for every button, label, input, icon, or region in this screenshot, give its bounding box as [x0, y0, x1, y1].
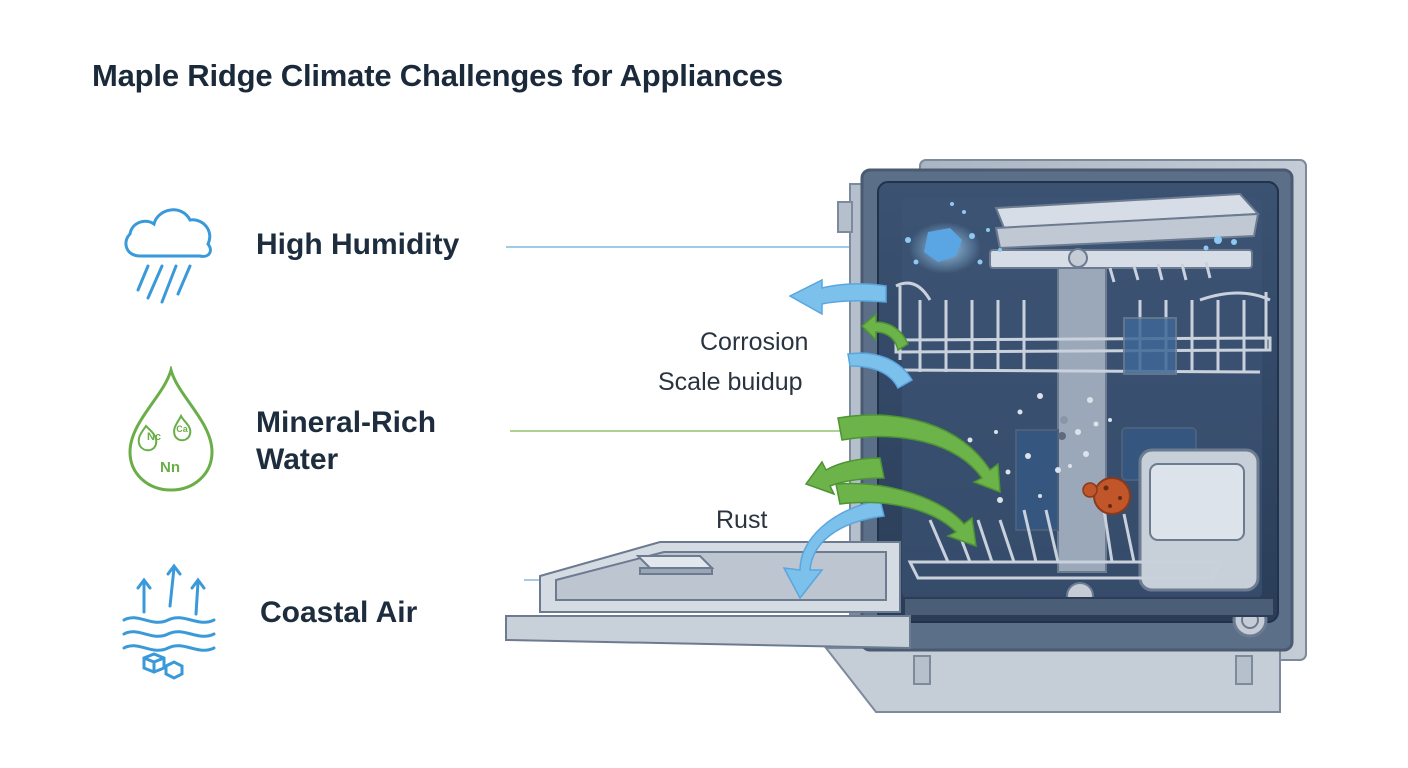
rain-cloud-icon — [124, 208, 212, 304]
factor-label-line-1: Mineral-Rich — [256, 406, 437, 439]
scale-particles — [967, 393, 1112, 503]
factor-label-coastal-air: Coastal Air — [260, 596, 418, 629]
callout-scale-buildup: Scale buidup — [658, 368, 803, 396]
page-title: Maple Ridge Climate Challenges for Appli… — [92, 58, 783, 93]
moisture-mist — [905, 202, 1237, 274]
factor-label-mineral-rich-water: Mineral-Rich Water — [256, 404, 436, 478]
mineral-arrows — [804, 312, 1001, 548]
mineral-symbol-2: Ca — [176, 424, 188, 434]
factor-label-high-humidity: High Humidity — [256, 228, 460, 261]
open-door — [505, 541, 911, 650]
upper-rack-tines — [1108, 261, 1212, 283]
cutlery-tray — [989, 192, 1261, 269]
rust-spot — [1082, 477, 1131, 515]
mineral-symbol-3: Nn — [160, 459, 180, 476]
wind-waves-icon — [122, 563, 216, 680]
callout-rust: Rust — [716, 506, 768, 534]
detergent-dispenser — [1138, 448, 1260, 592]
middle-rack — [894, 281, 1272, 374]
mineral-symbol-1: Nc — [147, 431, 161, 443]
mineral-drop-icon: Nc Ca Nn — [128, 366, 214, 492]
humidity-arrows — [782, 278, 914, 600]
factor-label-line-2: Water — [256, 443, 339, 476]
callout-corrosion: Corrosion — [700, 328, 809, 356]
